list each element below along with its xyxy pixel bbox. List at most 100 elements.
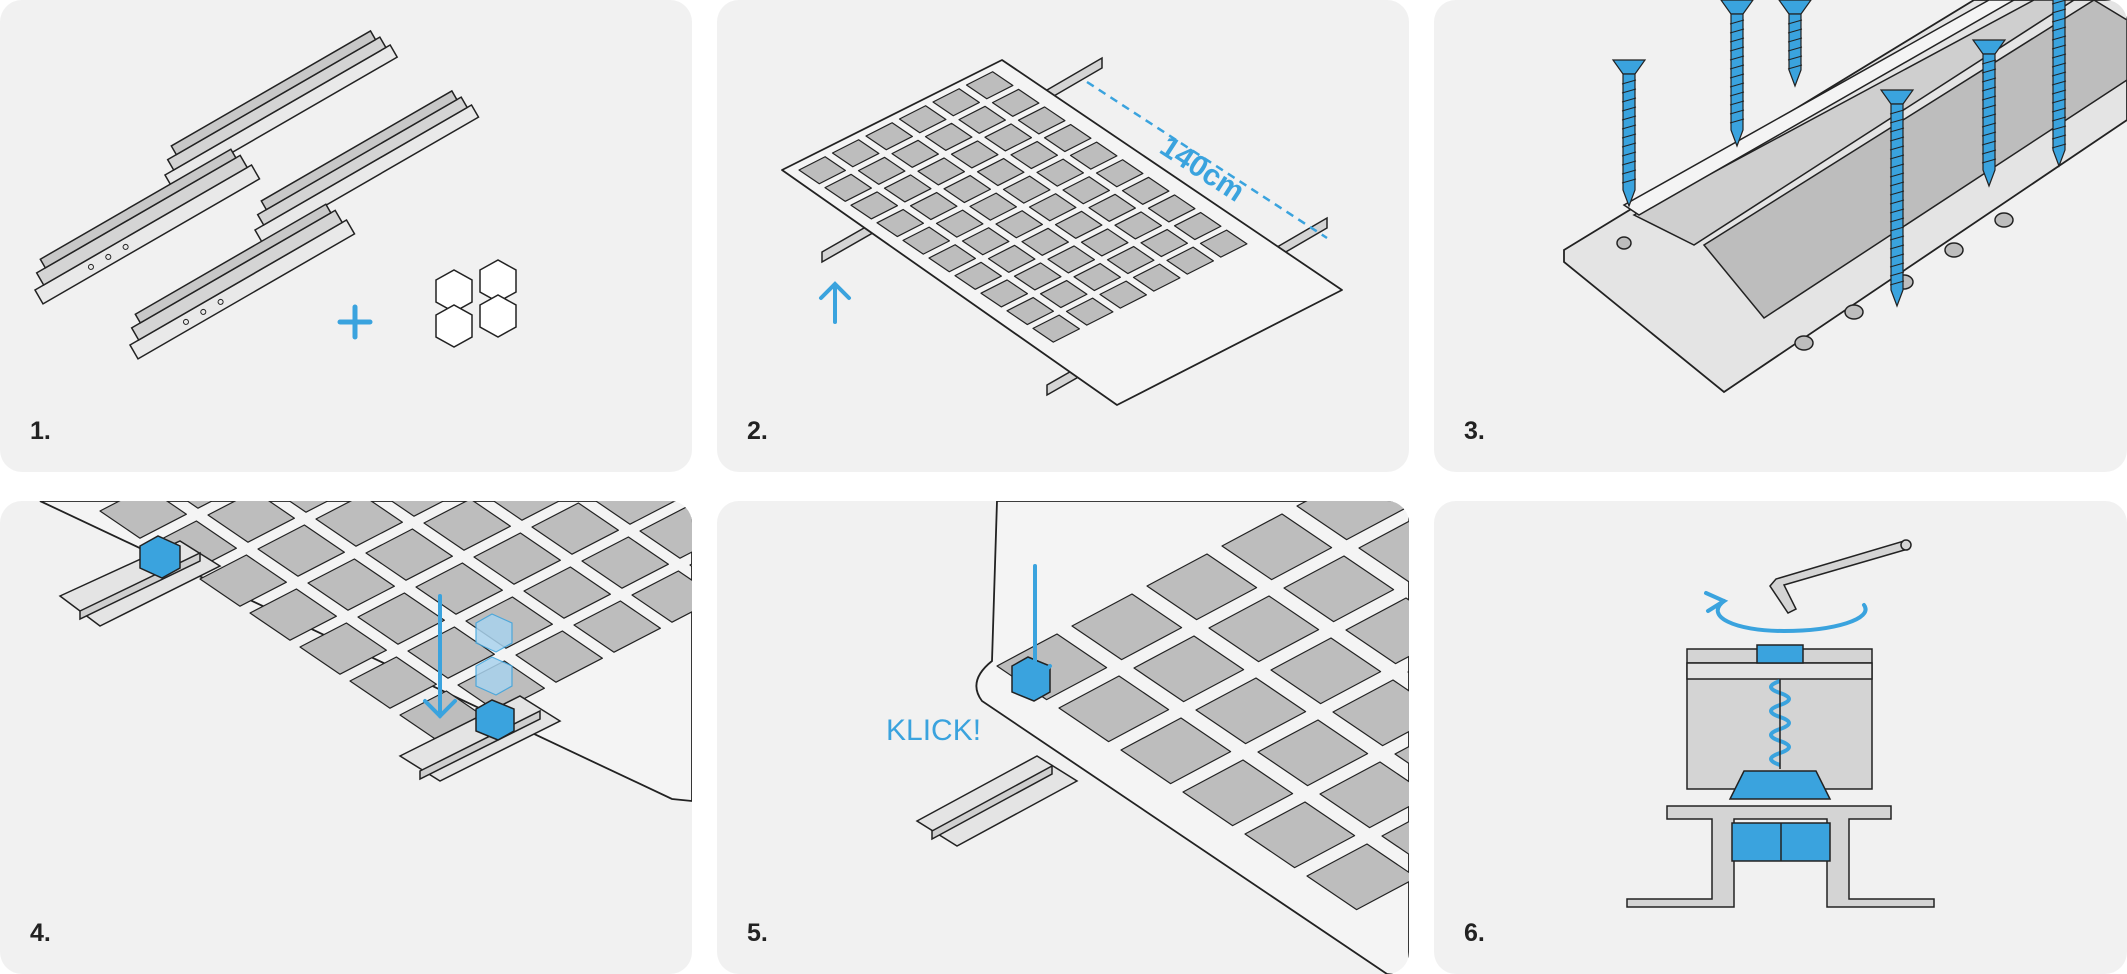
panel-on-rails-illustration xyxy=(781,56,1343,406)
rail xyxy=(915,755,1079,847)
solar-cell xyxy=(1358,520,1409,583)
solar-cell xyxy=(1054,210,1103,239)
rail-1 xyxy=(163,29,399,189)
rail-3 xyxy=(253,89,480,244)
screws-into-rail-illustration xyxy=(1563,0,2127,394)
arrow-down-icon xyxy=(423,594,457,719)
step-number: 4. xyxy=(30,919,51,947)
screw-icon xyxy=(1971,39,2007,188)
solar-cell xyxy=(902,226,951,255)
solar-cell xyxy=(1010,140,1059,170)
step-1-panel: 1. xyxy=(0,0,692,472)
rail-holes xyxy=(1616,212,2014,351)
solar-cells xyxy=(798,71,1248,343)
solar-cell xyxy=(1345,597,1409,665)
solar-cell xyxy=(976,157,1025,187)
solar-cell xyxy=(1028,193,1077,222)
solar-cell xyxy=(523,566,611,619)
solar-cell xyxy=(984,123,1033,152)
solar-cell xyxy=(1199,229,1248,258)
rail-2 xyxy=(33,148,261,305)
rail-inner-wall xyxy=(1632,0,2076,246)
solar-cell xyxy=(943,174,992,204)
solar-cell xyxy=(249,588,337,641)
solar-cell xyxy=(1173,211,1222,241)
clamp-click-illustration xyxy=(915,501,1409,974)
solar-cell xyxy=(390,501,445,517)
step-number: 6. xyxy=(1464,919,1485,947)
solar-cell xyxy=(357,592,445,645)
solar-cell xyxy=(689,563,692,568)
solar-cell xyxy=(1407,670,1409,674)
solar-cell xyxy=(965,71,1014,100)
screw-icon xyxy=(1778,0,1812,88)
solar-cell xyxy=(257,524,345,577)
arrow-down-icon xyxy=(1018,564,1052,684)
solar-cell xyxy=(1058,675,1170,743)
solar-cell xyxy=(1069,141,1118,170)
solar-cell xyxy=(980,279,1029,308)
clamps-group xyxy=(435,259,517,348)
solar-cell xyxy=(1039,279,1088,309)
step-3-panel: 3. xyxy=(1434,0,2127,472)
solar-cell xyxy=(1006,296,1055,326)
step-number: 2. xyxy=(747,417,768,445)
solar-cell xyxy=(1121,176,1170,205)
solar-cell xyxy=(473,532,561,585)
solar-cell xyxy=(1099,280,1148,309)
solar-cell xyxy=(299,622,387,675)
screw-icon xyxy=(1611,59,1647,208)
screw-icon xyxy=(1879,89,1915,308)
solar-cell xyxy=(1306,843,1409,911)
solar-cell xyxy=(315,501,403,547)
solar-cell xyxy=(1257,719,1369,787)
rail-top-lip xyxy=(1622,0,2016,216)
solar-cell xyxy=(1132,263,1181,292)
solar-cell xyxy=(1195,677,1307,745)
solar-cell xyxy=(850,191,899,220)
solar-cell xyxy=(798,156,847,185)
step-6-panel: 6. xyxy=(1434,501,2127,974)
solar-cell xyxy=(1017,106,1066,135)
solar-cell xyxy=(423,501,511,551)
solar-cell xyxy=(631,570,692,623)
screws-group xyxy=(1611,0,2067,308)
solar-cell xyxy=(1394,745,1409,765)
solar-cell xyxy=(932,88,981,117)
solar-cell xyxy=(909,191,958,221)
solar-cell xyxy=(365,528,453,581)
rails-and-clamps-illustration xyxy=(33,29,517,360)
solar-cell xyxy=(1166,246,1215,275)
solar-cell xyxy=(1208,595,1320,663)
solar-cell xyxy=(1013,262,1062,291)
solar-cell xyxy=(831,139,880,168)
hex-key-icon xyxy=(1769,539,1912,614)
solar-cell xyxy=(594,501,677,525)
solar-cell xyxy=(531,502,619,555)
spring xyxy=(1769,679,1791,767)
solar-cell xyxy=(1047,245,1096,274)
solar-cell xyxy=(1071,593,1183,661)
step-2-panel: 140cm 2. xyxy=(717,0,1409,472)
solar-cell xyxy=(639,506,692,559)
solar-cell xyxy=(1002,175,1051,204)
screw-icon xyxy=(1720,0,1754,148)
solar-cell xyxy=(958,105,1007,134)
solar-cell xyxy=(857,156,906,185)
solar-cell xyxy=(950,140,999,169)
klick-label: KLICK! xyxy=(886,714,982,747)
clamp-base xyxy=(1728,770,1832,800)
clamp-placement-illustration xyxy=(39,501,692,802)
solar-cell xyxy=(924,122,973,151)
clamp-left xyxy=(139,535,181,579)
rotate-arrow-icon xyxy=(1704,591,1868,634)
rail-4 xyxy=(128,203,356,360)
solar-cell xyxy=(1088,193,1137,222)
solar-cell xyxy=(883,174,932,203)
solar-cell xyxy=(1080,228,1129,257)
solar-cell xyxy=(1332,679,1409,747)
solar-cell xyxy=(1073,262,1122,292)
solar-cell xyxy=(207,501,295,543)
solar-cell xyxy=(349,656,437,709)
step-4-panel: 4. xyxy=(0,501,692,974)
